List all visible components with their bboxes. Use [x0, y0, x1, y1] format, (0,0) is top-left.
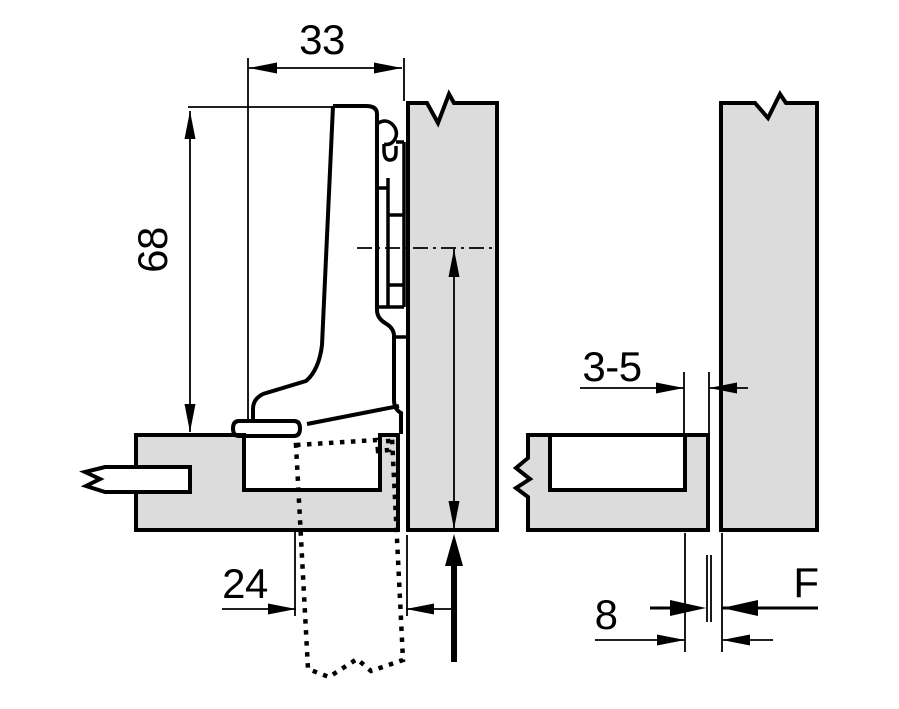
- right-view-rebate-notch: [550, 437, 685, 490]
- dim-33-label: 33: [299, 16, 345, 63]
- hinge-arm-left-edge: [251, 105, 335, 421]
- left-view-bottom-panel-break: [79, 465, 192, 494]
- dim-8-label: 8: [595, 591, 618, 638]
- dimension-68: 68: [129, 111, 196, 432]
- dimension-F: F: [650, 559, 819, 616]
- left-view-cup-bore-outline: [242, 433, 382, 492]
- reference-arrow-up: [445, 534, 463, 662]
- dim-24-label: 24: [222, 560, 268, 607]
- dimension-24: 24: [222, 560, 457, 615]
- dim-68-label: 68: [129, 227, 176, 273]
- mounting-plate: [377, 140, 407, 339]
- dimension-33: 33: [249, 16, 402, 74]
- hinge-arm-right-edge: [333, 104, 403, 434]
- left-view-cabinet-panel: [406, 89, 499, 532]
- dim-F-label: F: [793, 559, 818, 606]
- right-view-cabinet-panel: [719, 90, 819, 532]
- right-view-rebate-outline: [548, 437, 687, 492]
- dim-3-5-label: 3-5: [582, 343, 641, 390]
- dimension-vertical-centerline: [448, 249, 460, 529]
- hinge-clip-detail: [375, 119, 399, 162]
- left-view-cup-bore-cavity: [244, 435, 380, 490]
- dimension-3-5: 3-5: [580, 343, 748, 394]
- left-view-extension-lines: [188, 58, 408, 616]
- hinge-arm-bottom-edge: [306, 404, 400, 426]
- hinge-cup-dotted-outline: [293, 435, 406, 680]
- hinge-cup-flange: [230, 419, 303, 438]
- right-view-extension-lines: [683, 372, 723, 652]
- hinge-assembly: [230, 104, 407, 438]
- dimension-8: 8: [595, 591, 773, 646]
